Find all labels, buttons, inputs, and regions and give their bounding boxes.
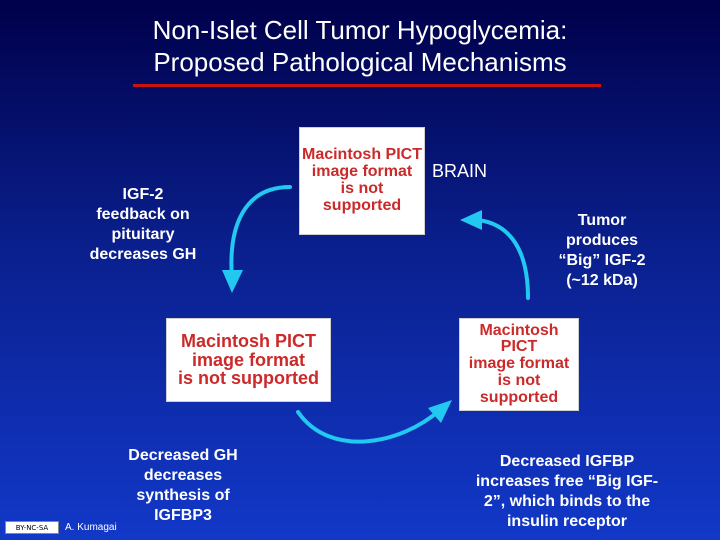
text-line: decreases GH — [89, 246, 197, 263]
tumor-image-placeholder: Macintosh PICT image format is not suppo… — [459, 318, 579, 411]
text-line: “Big” IGF-2 — [558, 252, 646, 269]
text-line: (~12 kDa) — [566, 272, 638, 289]
text-line: decreases — [143, 467, 223, 484]
text-line: IGFBP3 — [154, 507, 212, 524]
decreased-igfbp-text: Decreased IGFBP increases free “Big IGF-… — [450, 452, 684, 532]
brain-label: BRAIN — [432, 161, 488, 181]
brain-image-placeholder: Macintosh PICT image format is not suppo… — [299, 127, 425, 235]
text-line: pituitary — [111, 226, 175, 243]
text-line: produces — [565, 232, 638, 249]
text-line: feedback on — [96, 206, 190, 223]
text-line: Tumor — [577, 212, 627, 229]
pict-line-1: Macintosh PICT — [479, 321, 559, 356]
text-line: increases free “Big IGF- — [475, 473, 659, 490]
title-line-2: Proposed Pathological Mechanisms — [153, 47, 567, 77]
pict-line-1: Macintosh PICT — [180, 330, 316, 351]
title-divider — [133, 84, 601, 87]
text-line: insulin receptor — [506, 513, 628, 530]
pict-line-3: is not supported — [178, 368, 319, 389]
curved-arrow-icon — [460, 210, 530, 300]
pict-line-3: is not supported — [479, 371, 559, 406]
text-line: Decreased GH — [128, 447, 238, 464]
text-line: Decreased IGFBP — [499, 453, 635, 470]
creative-commons-icon[interactable]: BY-NC-SA — [5, 521, 59, 534]
pict-line-3: is not supported — [322, 180, 402, 214]
text-line: IGF-2 — [122, 186, 164, 203]
pict-line-1: Macintosh PICT — [301, 146, 422, 164]
decreased-gh-text: Decreased GH decreases synthesis of IGFB… — [108, 446, 258, 526]
curved-arrow-icon — [296, 400, 452, 444]
curved-arrow-icon — [222, 185, 292, 293]
text-line: synthesis of — [136, 487, 230, 504]
pituitary-image-placeholder: Macintosh PICT image format is not suppo… — [166, 318, 331, 402]
tumor-produces-text: Tumor produces “Big” IGF-2 (~12 kDa) — [532, 211, 672, 291]
footer: BY-NC-SA A. Kumagai — [5, 521, 117, 534]
text-line: 2”, which binds to the — [483, 493, 651, 510]
igf2-feedback-text: IGF-2 feedback on pituitary decreases GH — [68, 185, 218, 265]
pict-line-2: image format — [191, 349, 306, 370]
title-line-1: Non-Islet Cell Tumor Hypoglycemia: — [152, 15, 568, 45]
pict-line-2: image format — [468, 355, 570, 373]
author-credit: A. Kumagai — [65, 522, 117, 533]
pict-line-2: image format — [311, 163, 413, 181]
